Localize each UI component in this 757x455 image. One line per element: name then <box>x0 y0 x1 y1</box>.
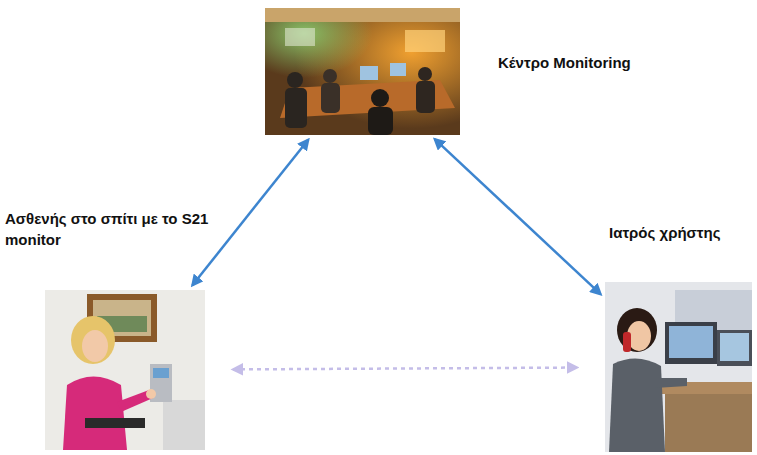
doctor-photo <box>605 282 752 452</box>
node-label: Ασθενής στο σπίτι με το S21 monitor <box>5 208 235 250</box>
photo-node: Ιατρός χρήστης <box>605 282 752 452</box>
patient-photo <box>45 290 205 450</box>
monitoring-room-photo <box>265 8 460 135</box>
connector-arrow <box>192 140 308 286</box>
photo-node: Ασθενής στο σπίτι με το S21 monitor <box>45 290 205 450</box>
connector-arrow <box>233 368 577 370</box>
photo-node: Κέντρο Monitoring <box>265 8 460 135</box>
node-label: Ιατρός χρήστης <box>609 222 721 243</box>
connector-arrow <box>435 139 601 294</box>
node-label: Κέντρο Monitoring <box>498 52 631 73</box>
